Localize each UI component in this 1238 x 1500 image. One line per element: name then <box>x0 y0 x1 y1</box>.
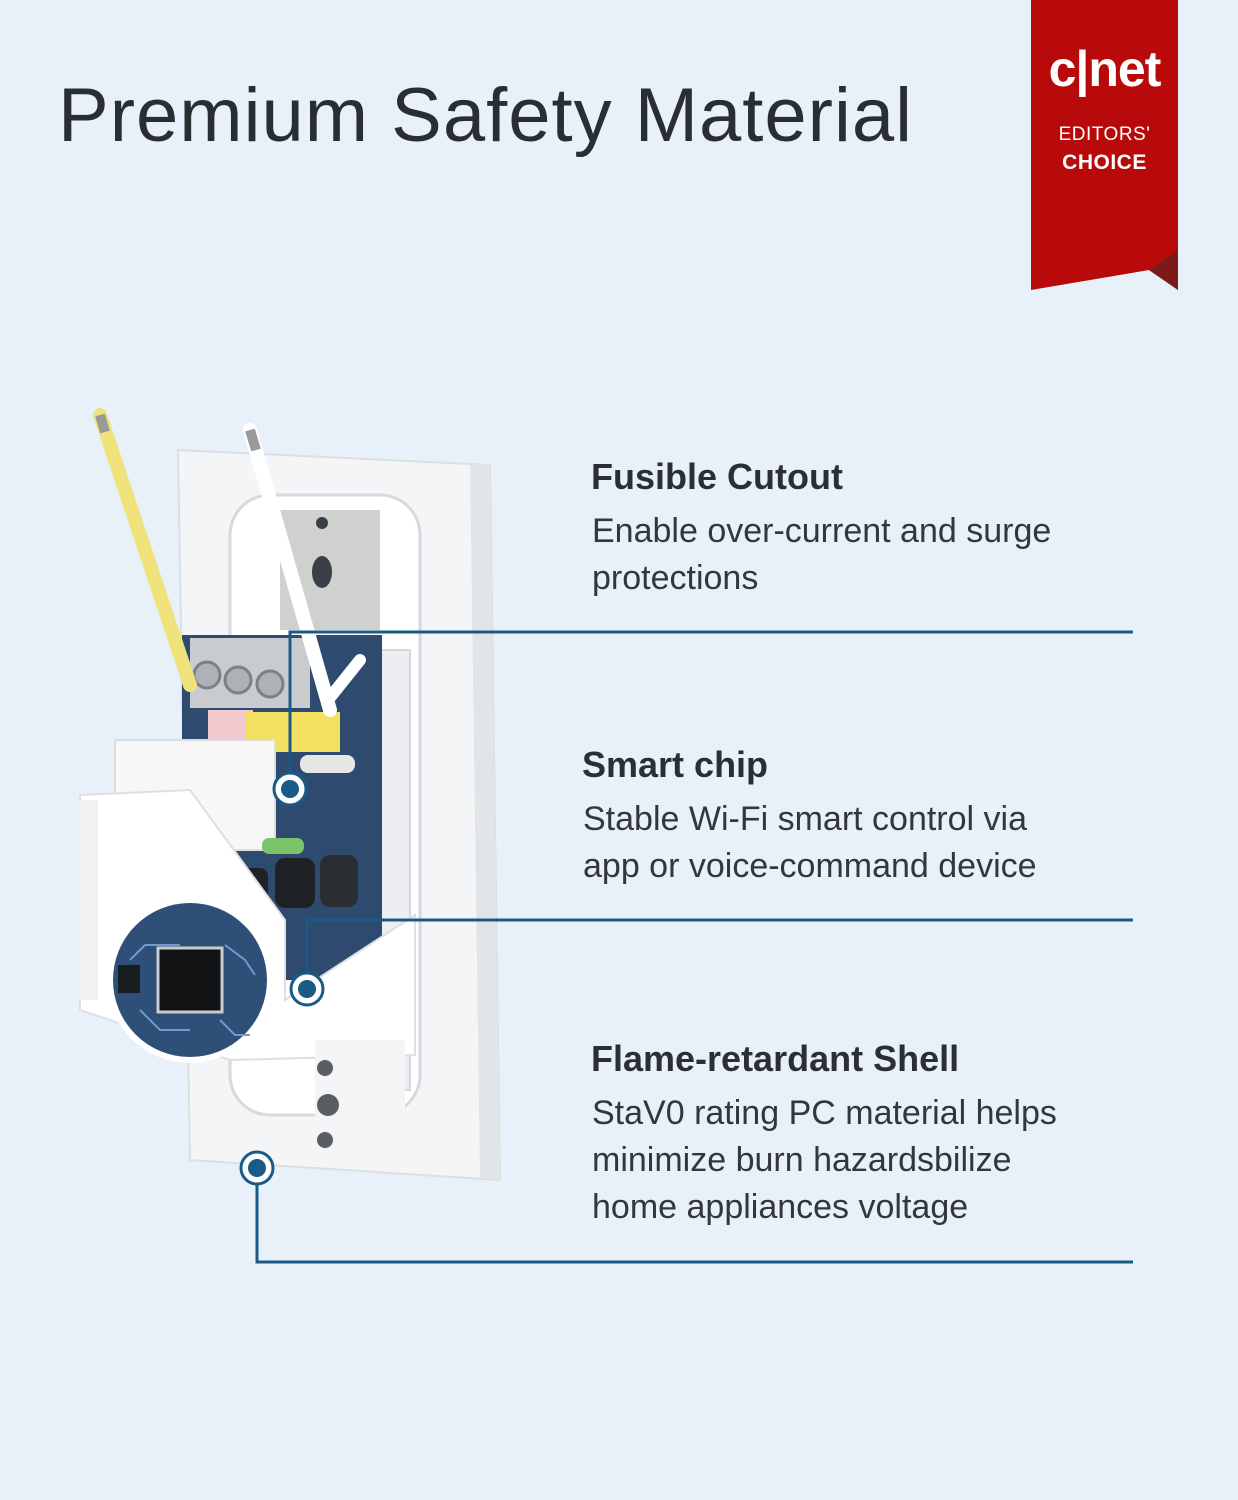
feature-desc-line: Enable over-current and surge <box>592 512 1052 550</box>
cnet-logo: c|net <box>1048 41 1162 97</box>
feature-desc-fusible-cutout: Enable over-current and surge protection… <box>592 508 1051 602</box>
feature-title-smart-chip: Smart chip <box>582 744 769 785</box>
feature-title-fusible-cutout: Fusible Cutout <box>591 456 843 497</box>
badge-line-2: CHOICE <box>1062 151 1147 174</box>
feature-desc-flame-retardant-shell: StaV0 rating PC material helps minimize … <box>592 1090 1057 1231</box>
feature-desc-smart-chip: Stable Wi-Fi smart control via app or vo… <box>583 796 1037 890</box>
badge-line-1: EDITORS' <box>1058 124 1151 145</box>
feature-desc-line: protections <box>592 559 759 597</box>
smart-switch-illustration <box>78 408 502 1182</box>
feature-desc-line: Stable Wi-Fi smart control via <box>583 800 1027 838</box>
page-title: Premium Safety Material <box>58 73 914 158</box>
feature-desc-line: home appliances voltage <box>592 1188 969 1226</box>
feature-title-flame-retardant-shell: Flame-retardant Shell <box>591 1038 960 1079</box>
editors-choice-badge <box>1031 0 1178 290</box>
feature-desc-line: minimize burn hazardsbilize <box>592 1141 1012 1179</box>
feature-desc-line: app or voice-command device <box>583 847 1037 885</box>
feature-desc-line: StaV0 rating PC material helps <box>592 1094 1057 1132</box>
